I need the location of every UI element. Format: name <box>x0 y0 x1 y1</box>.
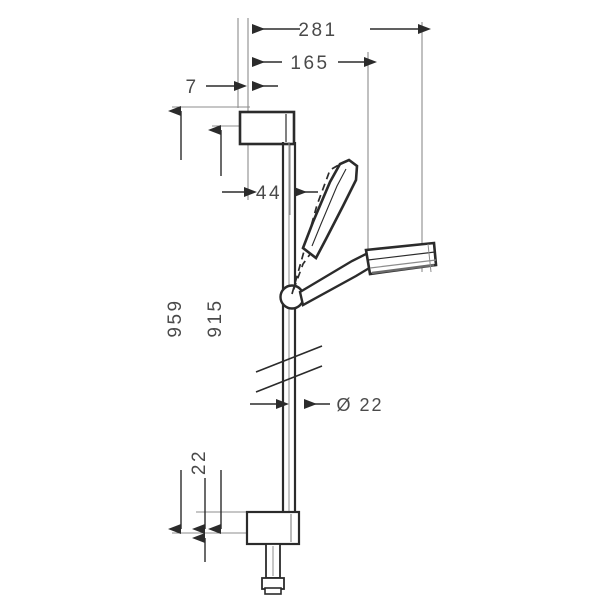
dim-label-165: 165 <box>290 53 329 74</box>
dim-label-7: 7 <box>185 77 198 98</box>
handshower-body-outline <box>301 158 359 260</box>
top-wall-bracket <box>238 110 296 146</box>
bar-break-symbol <box>255 345 323 393</box>
dimension-lines <box>168 24 431 562</box>
hose-connector <box>261 543 285 595</box>
dim-label-281: 281 <box>298 20 337 41</box>
extension-lines <box>172 18 423 534</box>
spray-head <box>364 241 438 276</box>
handshower-upright <box>291 162 356 295</box>
slide-bar <box>281 142 297 516</box>
bottom-wall-bracket <box>245 510 301 546</box>
dim-label-44: 44 <box>256 183 282 204</box>
dim-label-22: 22 <box>189 449 210 475</box>
dim-label-959: 959 <box>165 298 186 337</box>
handshower-angled <box>298 249 378 307</box>
dim-label-diameter: Ø 22 <box>336 395 383 415</box>
dim-label-915: 915 <box>205 298 226 337</box>
handshower-body-inner-line <box>311 168 347 247</box>
